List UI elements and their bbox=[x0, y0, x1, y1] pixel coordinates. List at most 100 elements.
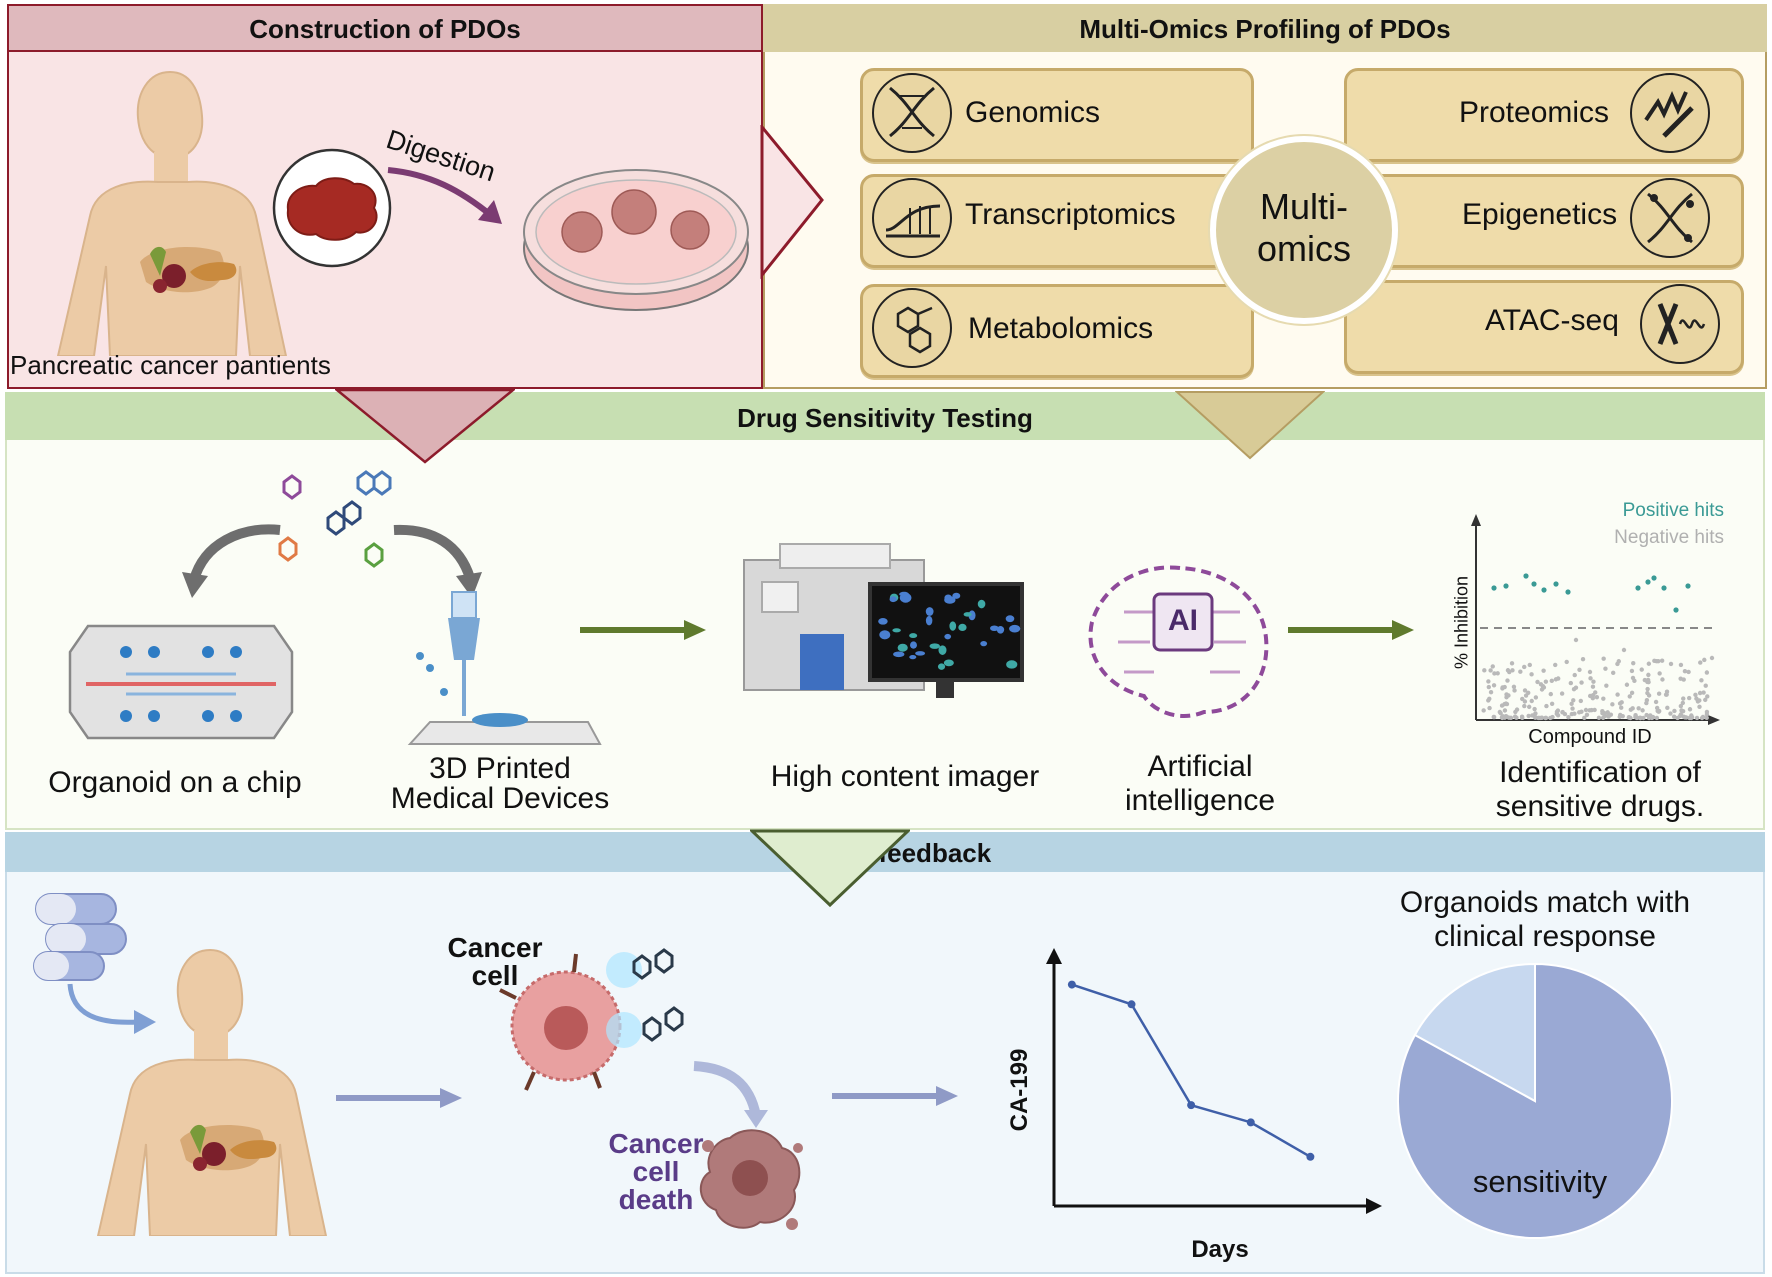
scatter-point-positive bbox=[1645, 579, 1651, 585]
scatter-point-negative bbox=[1619, 700, 1624, 705]
scatter-point-negative bbox=[1633, 713, 1638, 719]
scatter-point-negative bbox=[1518, 669, 1523, 674]
imaged-cell bbox=[925, 615, 933, 626]
ai-brain-icon bbox=[1088, 565, 1269, 718]
scatter-point-negative bbox=[1688, 715, 1694, 720]
scatter-point-negative bbox=[1543, 715, 1549, 721]
scatter-point-negative bbox=[1686, 695, 1692, 701]
scatter-point-negative bbox=[1700, 714, 1706, 720]
scatter-point-negative bbox=[1590, 696, 1596, 701]
dead-cell-icon bbox=[700, 1129, 803, 1230]
multiomics-header: Multi-Omics Profiling of PDOs bbox=[1079, 14, 1451, 44]
cancer-cell-icon bbox=[499, 948, 684, 1091]
scatter-legend-negative: Negative hits bbox=[1614, 527, 1724, 548]
scatter-point-negative bbox=[1704, 715, 1709, 721]
chromosome-icon bbox=[1657, 303, 1706, 345]
imaged-cell bbox=[963, 612, 972, 617]
scatter-point-negative bbox=[1548, 715, 1553, 721]
scatter-point-negative bbox=[1573, 637, 1579, 643]
scatter-point-negative bbox=[1703, 683, 1708, 688]
scatter-point-negative bbox=[1571, 698, 1576, 703]
scatter-point-negative bbox=[1578, 698, 1584, 704]
ca199-data-point bbox=[1067, 980, 1076, 989]
imager-label: High content imager bbox=[770, 760, 1040, 793]
ident-line1: Identification of bbox=[1499, 756, 1701, 789]
omics-label-genomics: Genomics bbox=[965, 96, 1101, 129]
omics-label-atac-seq: ATAC-seq bbox=[1485, 304, 1619, 337]
curved-arrow-left bbox=[182, 524, 281, 598]
scatter-point-negative bbox=[1618, 712, 1623, 718]
scatter-point-negative bbox=[1681, 696, 1686, 701]
scatter-point-negative bbox=[1619, 705, 1624, 710]
scatter-point-negative bbox=[1681, 677, 1686, 682]
scatter-point-negative bbox=[1511, 684, 1517, 689]
imaged-cell bbox=[1005, 615, 1015, 623]
scatter-point-negative bbox=[1640, 708, 1645, 713]
scatter-point-negative bbox=[1527, 662, 1532, 668]
scatter-point-negative bbox=[1697, 690, 1703, 696]
pie-slice-sensitivity bbox=[1397, 962, 1673, 1239]
scatter-point-negative bbox=[1596, 715, 1602, 721]
omics-label-proteomics: Proteomics bbox=[1459, 96, 1610, 129]
scatter-point-positive bbox=[1673, 607, 1679, 613]
scatter-point-negative bbox=[1579, 680, 1584, 685]
scatter-point-negative bbox=[1693, 692, 1698, 698]
scatter-point-negative bbox=[1497, 709, 1503, 715]
imaged-cell bbox=[1009, 624, 1021, 633]
scatter-point-negative bbox=[1644, 700, 1649, 706]
scatter-point-negative bbox=[1626, 715, 1632, 720]
scatter-point-negative bbox=[1704, 670, 1710, 675]
scatter-point-negative bbox=[1577, 667, 1582, 672]
curved-arrow-right bbox=[393, 524, 482, 598]
scatter-point-negative bbox=[1555, 713, 1561, 718]
scatter-point-negative bbox=[1583, 707, 1589, 713]
scatter-point-negative bbox=[1701, 690, 1706, 695]
scatter-point-negative bbox=[1697, 698, 1702, 703]
scatter-point-negative bbox=[1568, 680, 1574, 686]
multiomics-down-arrow bbox=[1175, 391, 1325, 460]
scatter-point-negative bbox=[1566, 714, 1571, 720]
scatter-point-negative bbox=[1601, 656, 1606, 661]
scatter-point-negative bbox=[1589, 707, 1594, 713]
scatter-point-negative bbox=[1530, 713, 1535, 718]
scatter-point-negative bbox=[1487, 705, 1492, 711]
scatter-point-negative bbox=[1520, 696, 1525, 702]
scatter-y-arrow bbox=[1471, 514, 1481, 526]
petri-dish-icon bbox=[523, 169, 749, 311]
scatter-point-negative bbox=[1512, 714, 1518, 719]
scatter-point-negative bbox=[1672, 708, 1677, 714]
scatter-point-negative bbox=[1495, 671, 1500, 676]
methylation-dna-icon bbox=[1647, 192, 1694, 244]
ca199-data-point bbox=[1187, 1101, 1196, 1110]
scatter-point-negative bbox=[1680, 708, 1686, 714]
scatter-point-negative bbox=[1703, 697, 1708, 703]
ca199-line-chart bbox=[1046, 948, 1382, 1214]
scatter-point-negative bbox=[1654, 715, 1660, 721]
metabolite-icon bbox=[872, 288, 952, 368]
scatter-point-negative bbox=[1491, 714, 1497, 720]
ai-line1: Artificial bbox=[1147, 750, 1253, 783]
green-arrow-2 bbox=[1288, 620, 1414, 640]
scatter-point-negative bbox=[1603, 666, 1608, 671]
clinical-arrow-1 bbox=[336, 1088, 462, 1108]
scatter-point-negative bbox=[1512, 688, 1517, 693]
scatter-point-negative bbox=[1543, 679, 1549, 684]
patient-figure-top bbox=[56, 70, 288, 356]
drug-header: Drug Sensitivity Testing bbox=[737, 403, 1033, 433]
imaged-cell bbox=[938, 645, 947, 655]
ai-badge: AI bbox=[1168, 604, 1198, 637]
construction-header: Construction of PDOs bbox=[249, 14, 521, 44]
construction-down-arrow bbox=[335, 388, 515, 464]
imaged-cell bbox=[944, 594, 953, 602]
printed-line2: Medical Devices bbox=[390, 782, 610, 815]
imaged-cell bbox=[949, 621, 957, 631]
tissue-sample-icon bbox=[272, 148, 392, 268]
cancer-cell-label-line2: cell bbox=[471, 960, 519, 991]
scatter-point-negative bbox=[1529, 698, 1534, 704]
scatter-point-negative bbox=[1590, 684, 1596, 689]
scatter-point-negative bbox=[1600, 711, 1605, 716]
scatter-point-negative bbox=[1606, 714, 1611, 719]
scatter-point-negative bbox=[1629, 668, 1635, 674]
scatter-point-negative bbox=[1610, 702, 1615, 707]
imaged-cell bbox=[892, 628, 901, 633]
